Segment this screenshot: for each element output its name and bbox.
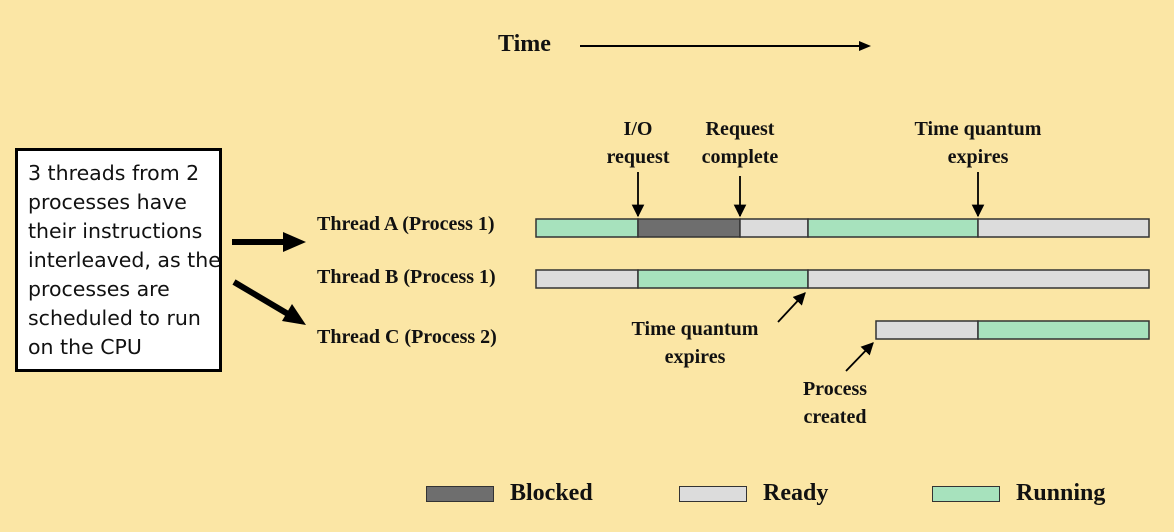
legend-ready-swatch bbox=[679, 486, 747, 502]
legend-blocked-swatch bbox=[426, 486, 494, 502]
thread-a-label: Thread A (Process 1) bbox=[317, 213, 495, 235]
process-created-arrow bbox=[845, 342, 874, 372]
quantum-b-label: Time quantum expires bbox=[631, 318, 759, 368]
legend-running-swatch bbox=[932, 486, 1000, 502]
note-box: 3 threads from 2 processes have their in… bbox=[15, 148, 222, 372]
thread-b-segment-running bbox=[637, 269, 809, 289]
request-complete-label: Request complete bbox=[701, 118, 779, 168]
thread-a-segment-running bbox=[535, 218, 639, 238]
note-text: 3 threads from 2 processes have their in… bbox=[28, 161, 221, 359]
quantum-b-arrow bbox=[777, 292, 806, 323]
thread-a-segment-ready bbox=[739, 218, 809, 238]
time-label: Time bbox=[498, 31, 551, 57]
thread-a-segment-running bbox=[807, 218, 979, 238]
thread-c-segment-running bbox=[977, 320, 1150, 340]
time-arrow-head bbox=[859, 41, 871, 51]
thread-b-segment-ready bbox=[807, 269, 1150, 289]
legend-blocked-label: Blocked bbox=[510, 480, 593, 506]
legend-ready-label: Ready bbox=[763, 480, 829, 506]
thread-a-timeline bbox=[535, 218, 1150, 238]
thread-c-label: Thread C (Process 2) bbox=[317, 326, 497, 348]
process-created-label: Process created bbox=[802, 378, 868, 428]
thread-c-segment-ready bbox=[875, 320, 979, 340]
legend-running-label: Running bbox=[1016, 480, 1106, 506]
io-request-label: I/O request bbox=[606, 118, 670, 168]
thread-b-segment-ready bbox=[535, 269, 639, 289]
thread-a-segment-blocked bbox=[637, 218, 741, 238]
note-arrow-to-thread-c bbox=[232, 279, 306, 325]
thread-b-label: Thread B (Process 1) bbox=[317, 266, 496, 288]
thread-c-timeline bbox=[875, 320, 1150, 340]
thread-a-segment-ready bbox=[977, 218, 1150, 238]
quantum-a-label: Time quantum expires bbox=[914, 118, 1042, 168]
note-arrow-to-thread-a bbox=[232, 232, 306, 252]
thread-b-timeline bbox=[535, 269, 1150, 289]
